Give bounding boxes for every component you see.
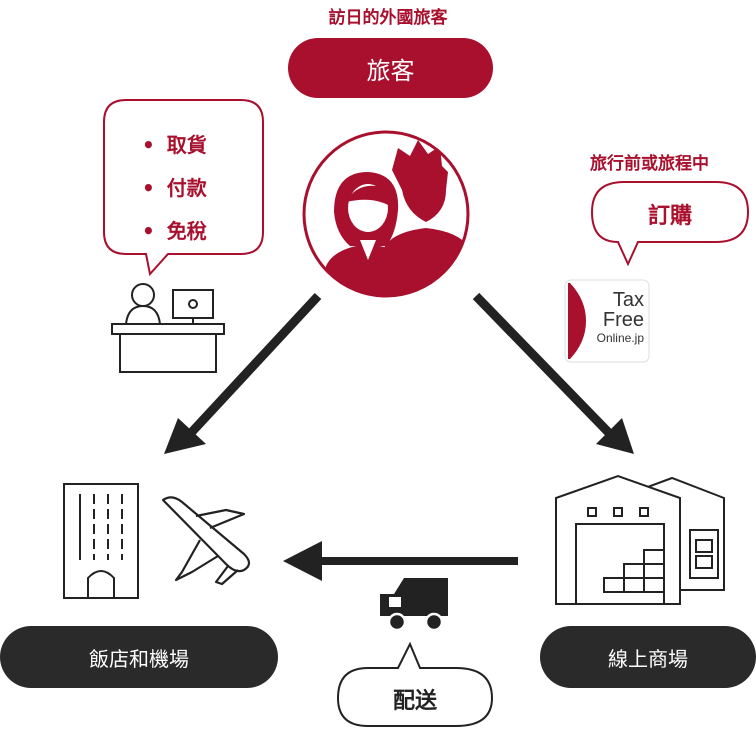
list-item: •付款 <box>142 176 207 200</box>
airplane-icon <box>161 496 251 586</box>
traveler-pill: 旅客 <box>288 38 493 98</box>
left-bubble-list: •取貨 •付款 •免稅 <box>142 124 207 253</box>
hotel-airport-label: 飯店和機場 <box>89 646 189 671</box>
delivery-speech-bubble <box>336 641 494 727</box>
travelers-subtitle: 訪日的外國旅客 <box>328 8 448 28</box>
taxfree-logo <box>564 279 650 363</box>
left-speech-bubble <box>103 99 264 277</box>
list-item: •免稅 <box>142 219 207 243</box>
arrow-to-store <box>472 292 634 454</box>
delivery-truck-icon <box>380 578 448 632</box>
taxfree-logo-text: Tax Free Online.jp <box>596 289 644 345</box>
warehouse-icon <box>555 474 725 605</box>
online-store-label: 線上商場 <box>608 646 688 671</box>
building-icon <box>63 483 139 599</box>
list-item: •取貨 <box>142 133 207 157</box>
delivery-label: 配送 <box>392 689 437 714</box>
traveler-couple-icon <box>302 130 470 298</box>
reception-desk-icon <box>111 283 225 373</box>
arrow-to-hotel <box>164 292 322 454</box>
right-speech-bubble <box>590 181 750 267</box>
delivery-arrow <box>283 541 518 581</box>
order-label: 訂購 <box>647 204 692 229</box>
traveler-pill-label: 旅客 <box>366 56 415 85</box>
hotel-airport-pill: 飯店和機場 <box>0 626 278 688</box>
online-store-pill: 線上商場 <box>540 626 756 688</box>
before-or-during-trip-caption: 旅行前或旅程中 <box>590 154 709 174</box>
